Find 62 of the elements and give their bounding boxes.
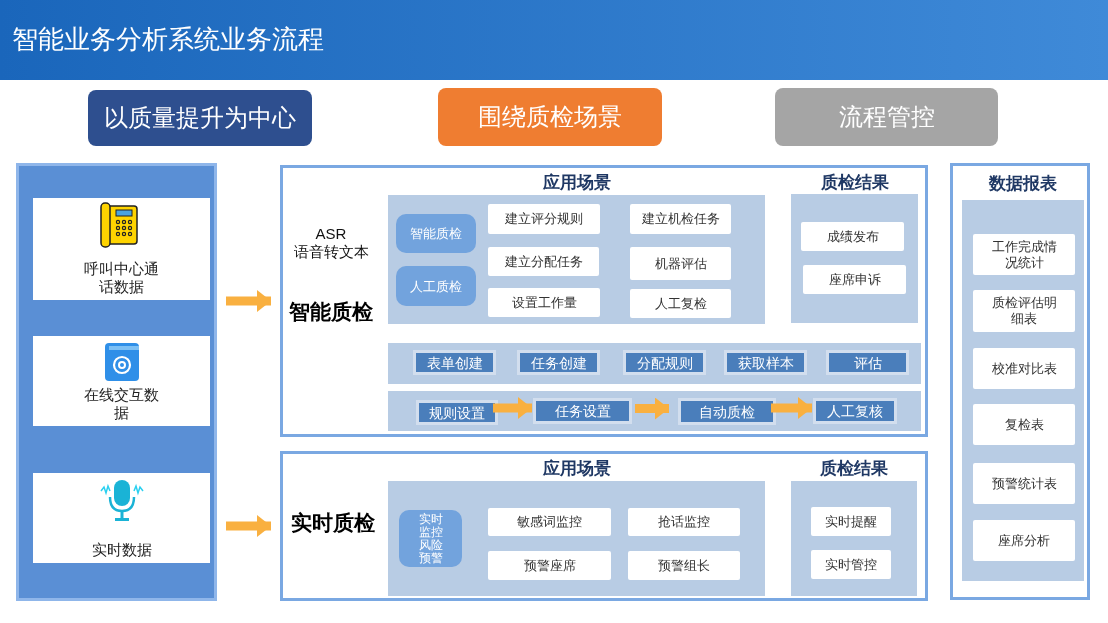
item-box: 校准对比表 [973,348,1075,389]
step-box: 任务设置 [536,401,629,421]
item-box: 预警座席 [488,551,611,580]
step-box: 人工复核 [816,401,894,421]
step-band [962,200,1084,581]
step-box: 任务创建 [520,353,597,372]
card-label: 在线交互数据 [83,386,160,422]
caption-text: ASR 语音转文本 [292,224,370,262]
module-frame [280,451,928,601]
source-card [33,336,210,426]
page-title: 智能业务分析系统业务流程 [12,23,324,56]
item-box: 敏感词监控 [488,508,611,536]
step-box: 分配规则 [626,353,703,372]
item-box: 座席申诉 [803,265,906,294]
step-band [388,391,921,431]
item-box: 建立分配任务 [488,247,599,276]
step-box: 表单创建 [416,353,493,372]
arrow [771,397,812,419]
source-card [33,198,210,300]
heading-tag: 流程管控 [775,88,998,146]
item-box: 座席分析 [973,520,1075,561]
step-box: 规则设置 [419,403,495,422]
source-card [33,473,210,563]
item-box: 人工复检 [630,289,731,318]
category-tag: 人工质检 [396,266,476,306]
item-box: 抢话监控 [628,508,740,536]
item-box: 工作完成情况统计 [973,234,1075,275]
item-box: 建立机检任务 [630,204,731,234]
arrow [226,290,271,312]
source-panel [16,163,217,601]
arrow [226,515,271,537]
item-box: 质检评估明细表 [973,290,1075,332]
item-box: 设置工作量 [488,288,600,317]
heading-tag: 以质量提升为中心 [88,90,312,146]
module-title: 实时质检 [290,510,376,536]
category-tag: 智能质检 [396,214,476,253]
panel-heading: 应用场景 [541,171,612,194]
item-box: 预警统计表 [973,463,1075,504]
card-label: 呼叫中心通话数据 [83,260,160,296]
heading-tag: 围绕质检场景 [438,88,662,146]
panel-heading: 应用场景 [541,457,612,480]
module-frame [280,165,928,437]
module-title: 智能质检 [288,299,374,325]
module-frame [950,163,1090,600]
panel-heading: 质检结果 [819,457,889,480]
item-box: 机器评估 [630,247,731,280]
item-box: 成绩发布 [801,222,904,251]
category-tag: 实时监控风险预警 [399,510,462,567]
arrow [635,397,669,420]
item-box: 建立评分规则 [488,204,600,234]
step-box: 自动质检 [681,401,773,422]
arrow [493,397,532,419]
item-box: 实时提醒 [811,507,891,536]
panel-heading: 质检结果 [819,171,890,194]
step-box: 评估 [829,353,906,372]
panel-heading: 数据报表 [988,172,1058,195]
card-label: 实时数据 [90,541,153,559]
step-box: 获取样本 [727,353,804,372]
item-box: 实时管控 [811,550,891,579]
step-band [388,343,921,384]
item-box: 预警组长 [628,551,740,580]
item-box: 复检表 [973,404,1075,445]
